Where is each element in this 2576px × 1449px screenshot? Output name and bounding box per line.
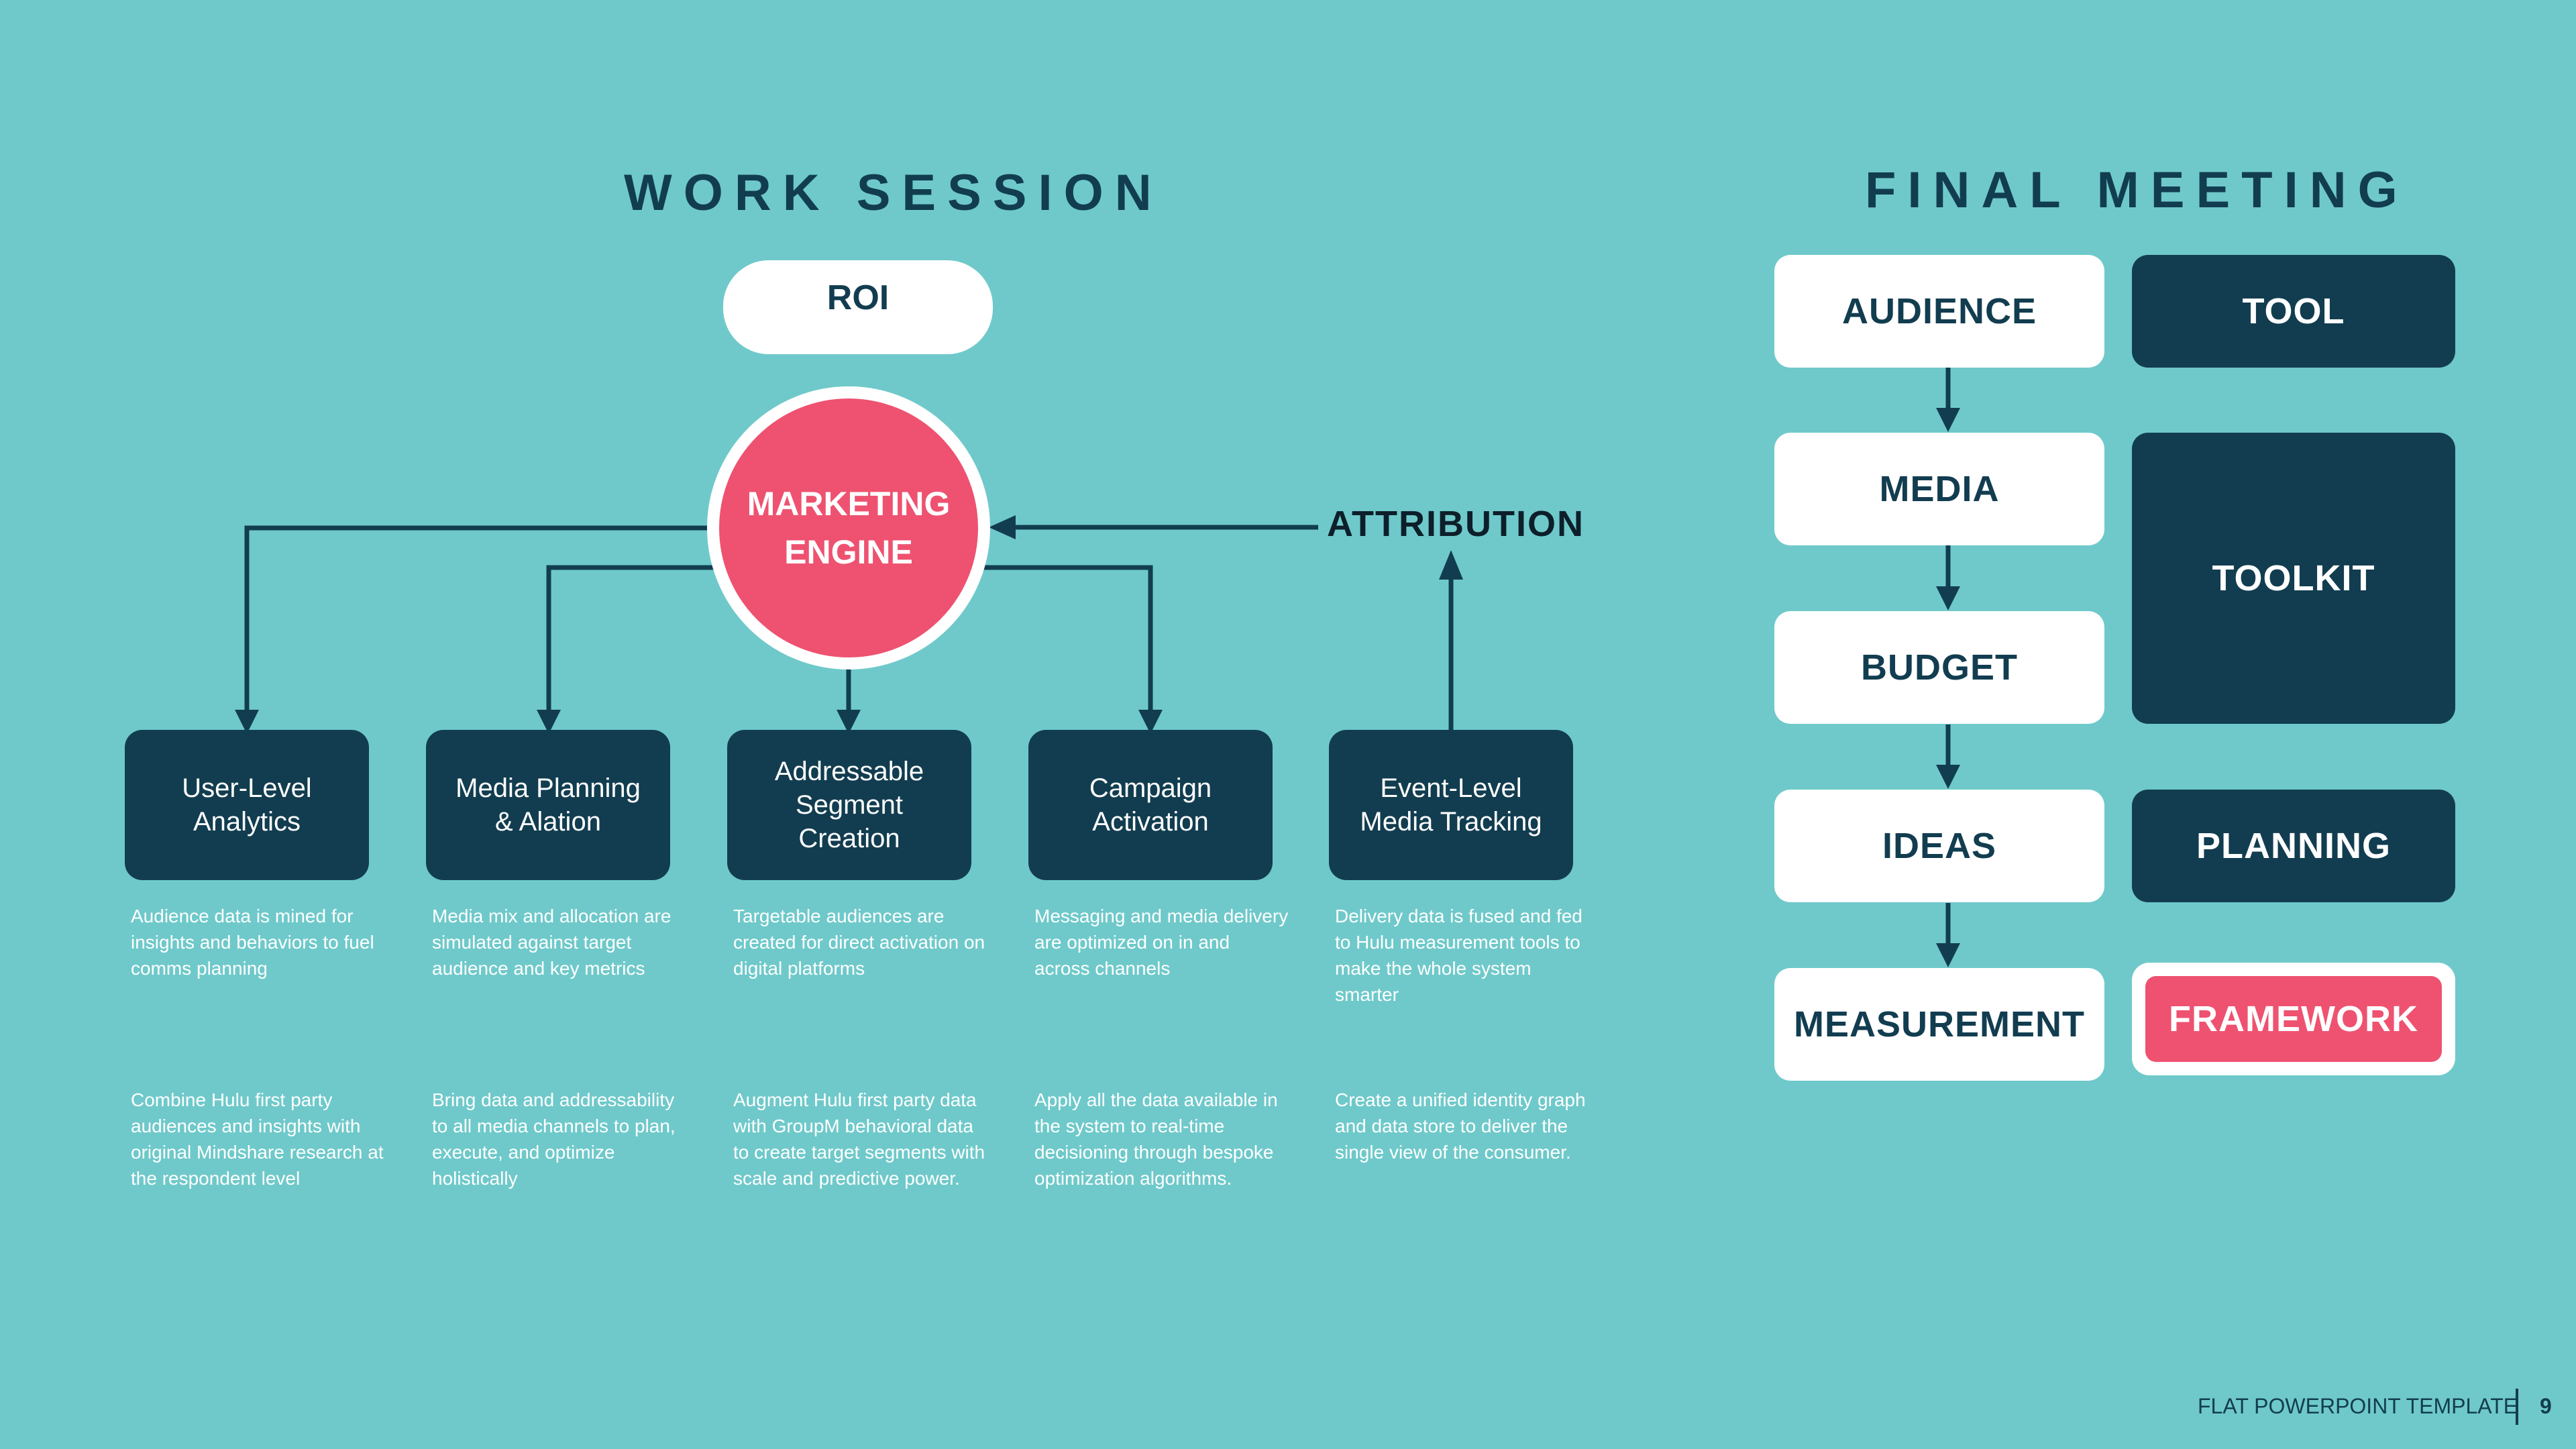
engine-line-2: ENGINE	[784, 533, 913, 571]
box-user-level-analytics: User-Level Analytics	[125, 730, 369, 880]
footer-page-number: 9	[2540, 1394, 2552, 1418]
arrowhead-addressable	[837, 710, 861, 734]
fm-toolkit: TOOLKIT	[2132, 433, 2455, 724]
marketing-engine-circle: MARKETING ENGINE	[707, 386, 990, 669]
fm-ideas: IDEAS	[1774, 790, 2104, 902]
fm-measurement: MEASUREMENT	[1774, 968, 2104, 1081]
box-label-line: Campaign	[1089, 773, 1212, 803]
box-addressable-segment: Addressable Segment Creation	[727, 730, 971, 880]
connector-user-level	[244, 525, 711, 712]
arrowhead-media-planning	[537, 710, 561, 734]
desc-addressable-1: Targetable audiences are created for dir…	[733, 906, 985, 979]
desc-addressable-2: Augment Hulu first party data with Group…	[733, 1089, 985, 1189]
arrowhead-campaign	[1138, 710, 1163, 734]
fm-tool: TOOL	[2132, 255, 2455, 368]
fm-arrowhead-4	[1936, 943, 1960, 967]
desc-user-level-1: Audience data is mined for insights and …	[131, 906, 374, 979]
connector-campaign	[979, 565, 1153, 712]
box-label-line: Addressable	[774, 757, 924, 786]
box-label-line: Segment	[795, 790, 904, 820]
arrowhead-user-level	[235, 710, 259, 734]
arrowhead-engine	[989, 515, 1016, 539]
fm-planning: PLANNING	[2132, 790, 2455, 902]
work-session-title: WORK SESSION	[624, 164, 1163, 221]
fm-framework-label: FRAMEWORK	[2145, 976, 2442, 1062]
desc-campaign-2: Apply all the data available in the syst…	[1034, 1089, 1278, 1189]
desc-media-planning-2: Bring data and addressability to all med…	[432, 1089, 676, 1189]
fm-arrowhead-3	[1936, 765, 1960, 789]
desc-event-level-2: Create a unified identity graph and data…	[1335, 1089, 1586, 1163]
desc-event-level-1: Delivery data is fused and fed to Hulu m…	[1335, 906, 1582, 1005]
desc-media-planning-1: Media mix and allocation are simulated a…	[432, 906, 672, 979]
roi-pill: ROI	[723, 260, 993, 354]
desc-user-level-2: Combine Hulu first party audiences and i…	[131, 1089, 384, 1189]
fm-arrowhead-2	[1936, 586, 1960, 610]
box-label-line: Analytics	[193, 807, 301, 837]
box-label-line: Media Tracking	[1360, 807, 1542, 837]
attribution-label: ATTRIBUTION	[1327, 504, 1585, 544]
box-media-planning: Media Planning & Alation	[426, 730, 670, 880]
engine-line-1: MARKETING	[747, 485, 951, 523]
box-event-level-tracking: Event-Level Media Tracking	[1329, 730, 1573, 880]
connector-media-planning	[546, 565, 721, 712]
fm-arrowhead-1	[1936, 408, 1960, 432]
footer-divider	[2516, 1389, 2518, 1425]
box-label-line: Event-Level	[1380, 773, 1522, 803]
box-campaign-activation: Campaign Activation	[1028, 730, 1273, 880]
fm-audience: AUDIENCE	[1774, 255, 2104, 368]
fm-media: MEDIA	[1774, 433, 2104, 545]
fm-budget: BUDGET	[1774, 611, 2104, 724]
footer-template-label: FLAT POWERPOINT TEMPLATE	[2198, 1394, 2518, 1418]
desc-campaign-1: Messaging and media delivery are optimiz…	[1034, 906, 1289, 979]
final-meeting-title: FINAL MEETING	[1865, 162, 2409, 219]
box-label-line: User-Level	[182, 773, 312, 803]
box-label-line: Activation	[1092, 807, 1209, 837]
fm-framework: FRAMEWORK	[2132, 963, 2455, 1075]
arrowhead-attribution	[1439, 550, 1463, 580]
box-label-line: Media Planning	[455, 773, 641, 803]
box-label-line: Creation	[798, 824, 900, 853]
box-label-line: & Alation	[495, 807, 601, 837]
